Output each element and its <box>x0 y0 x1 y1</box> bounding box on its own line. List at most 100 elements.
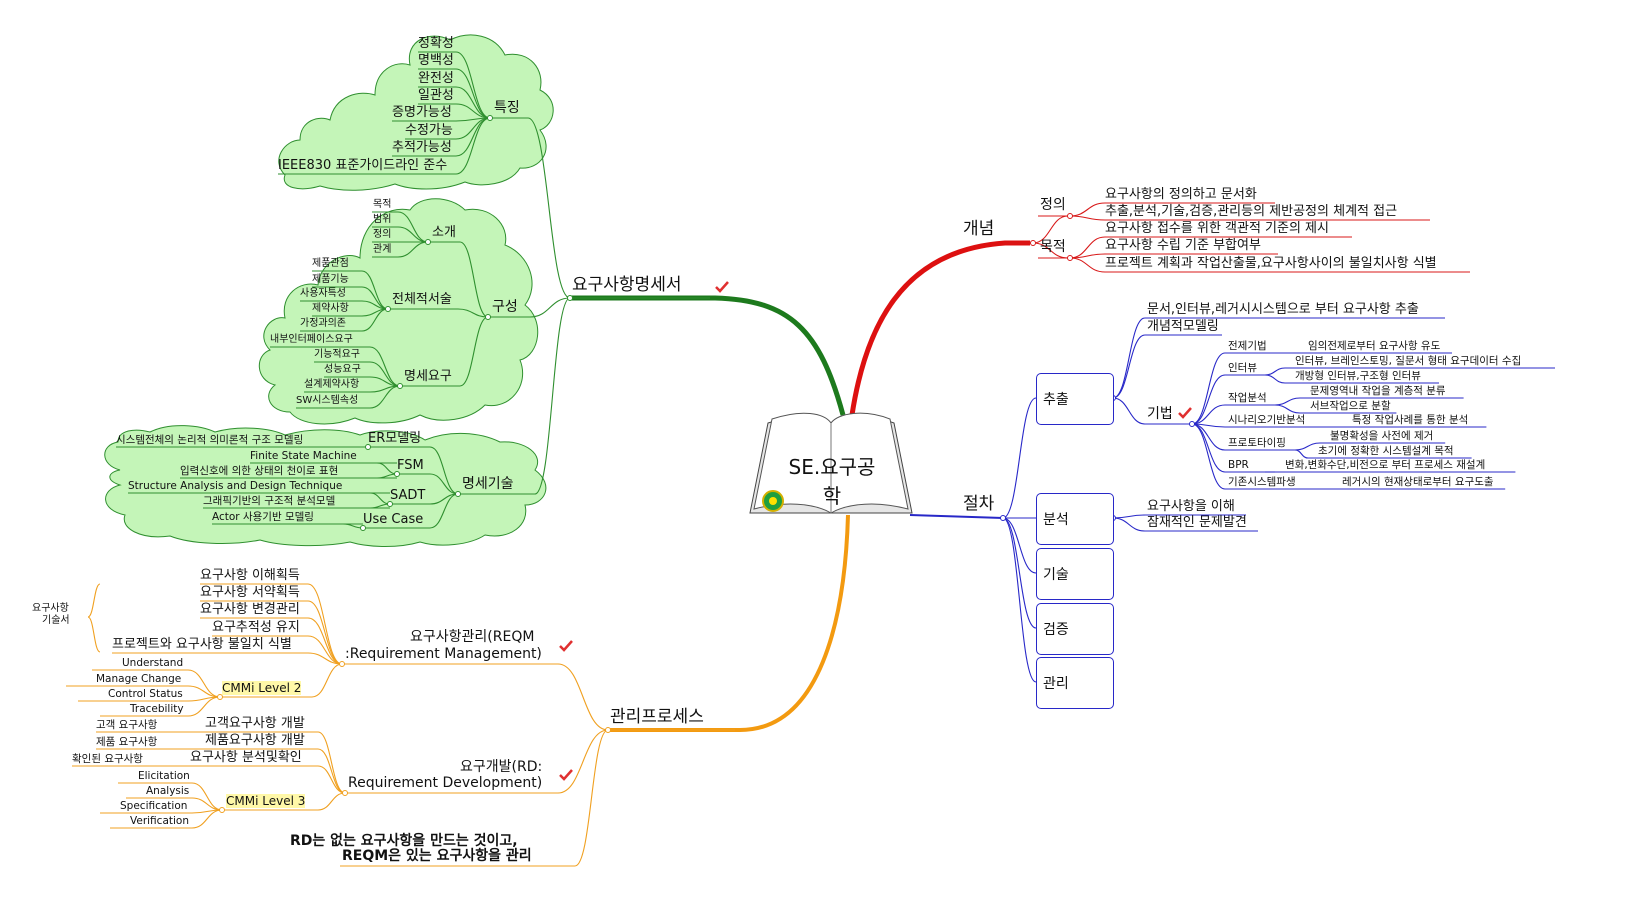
topic-spec[interactable]: 요구사항명세서 <box>572 275 682 295</box>
detail-item[interactable]: SW시스템속성 <box>296 395 359 406</box>
analysis-item[interactable]: 요구사항을 이해 <box>1147 499 1235 514</box>
topic-process[interactable]: 관리프로세스 <box>610 707 704 727</box>
technique-item[interactable]: 전제기법 <box>1228 339 1267 352</box>
detail-item[interactable]: 설계제약사항 <box>304 379 360 390</box>
overall-item[interactable]: 가정과의존 <box>300 318 346 329</box>
procedure-step-describe[interactable]: 기술 <box>1036 548 1114 600</box>
overall-item[interactable]: 제품관점 <box>312 258 349 269</box>
topic-technique[interactable]: 기법 <box>1147 406 1173 422</box>
technique-item[interactable]: 프로토타이핑 <box>1228 436 1286 449</box>
cmmi2-item[interactable]: Manage Change <box>96 672 182 685</box>
purpose-item[interactable]: 프로젝트 계획과 작업산출물,요구사항사이의 불일치사항 식별 <box>1105 256 1437 271</box>
technique-item[interactable]: 기존시스템파생 <box>1228 475 1296 488</box>
cmmi-level-3[interactable]: CMMi Level 3 <box>226 794 306 808</box>
tech-desc[interactable]: Finite State Machine <box>250 449 357 462</box>
feature-item[interactable]: 일관성 <box>418 88 454 103</box>
central-topic[interactable]: SE.요구공학 <box>748 405 914 517</box>
technique-item[interactable]: 작업분석 <box>1228 391 1267 404</box>
technique-desc[interactable]: 특정 작업사례를 통한 분석 <box>1352 413 1469 426</box>
rd-desc[interactable]: 고객 요구사항 <box>96 718 158 731</box>
detail-item[interactable]: 내부인터페이스요구 <box>270 334 353 345</box>
feature-item[interactable]: 정확성 <box>418 36 454 51</box>
topic-concept[interactable]: 개념 <box>963 219 995 239</box>
technique-desc[interactable]: 초기에 정확한 시스템설계 목적 <box>1318 444 1454 457</box>
definition-item[interactable]: 추출,분석,기술,검증,관리등의 제반공정의 체계적 접근 <box>1105 204 1398 219</box>
overall-item[interactable]: 제품기능 <box>312 274 349 285</box>
feature-item[interactable]: 명백성 <box>418 53 454 68</box>
cmmi2-item[interactable]: Understand <box>122 656 184 669</box>
reqm-item[interactable]: 요구사항 변경관리 <box>200 602 300 617</box>
topic-procedure[interactable]: 절차 <box>963 494 995 514</box>
procedure-step-manage[interactable]: 관리 <box>1036 657 1114 709</box>
feature-item[interactable]: IEEE830 표준가이드라인 준수 <box>278 158 448 173</box>
extract-item[interactable]: 문서,인터뷰,레거시시스템으로 부터 요구사항 추출 <box>1147 302 1419 317</box>
tech-desc[interactable]: Structure Analysis and Design Technique <box>128 479 343 492</box>
intro-item[interactable]: 정의 <box>373 229 392 240</box>
rd-item[interactable]: 제품요구사항 개발 <box>205 733 305 748</box>
tech-desc[interactable]: 입력신호에 의한 상태의 천이로 표현 <box>180 464 339 477</box>
feature-item[interactable]: 수정가능 <box>405 123 453 138</box>
tech-desc[interactable]: Actor 사용기반 모델링 <box>212 510 314 523</box>
reqm-item[interactable]: 프로젝트와 요구사항 불일치 식별 <box>112 637 292 652</box>
definition-item[interactable]: 요구사항의 정의하고 문서화 <box>1105 187 1257 202</box>
topic-overall[interactable]: 전체적서술 <box>392 292 452 307</box>
rd-item[interactable]: 요구사항 분석및확인 <box>190 750 302 765</box>
rd-desc[interactable]: 확인된 요구사항 <box>72 752 143 765</box>
reqm-item[interactable]: 요구추적성 유지 <box>212 620 300 635</box>
intro-item[interactable]: 관계 <box>373 244 392 255</box>
technique-desc[interactable]: 변화,변화수단,비전으로 부터 프로세스 재설계 <box>1285 458 1486 471</box>
feature-item[interactable]: 완전성 <box>418 71 454 86</box>
topic-rd-en[interactable]: Requirement Development) <box>348 775 543 791</box>
cmmi-level-2[interactable]: CMMi Level 2 <box>222 681 302 695</box>
topic-detail[interactable]: 명세요구 <box>404 369 452 384</box>
technique-desc[interactable]: 서브작업으로 분할 <box>1310 399 1391 412</box>
cmmi3-item[interactable]: Specification <box>120 799 188 812</box>
tech-item[interactable]: ER모델링 <box>368 431 422 446</box>
extract-item[interactable]: 개념적모델링 <box>1147 319 1219 334</box>
tech-desc[interactable]: 그래픽기반의 구조적 분석모델 <box>203 494 336 507</box>
purpose-item[interactable]: 요구사항 접수를 위한 객관적 기준의 제시 <box>1105 221 1329 236</box>
topic-rd[interactable]: 요구개발(RD: <box>460 759 543 775</box>
overall-item[interactable]: 사용자특성 <box>300 288 346 299</box>
cmmi2-item[interactable]: Tracebility <box>130 702 184 715</box>
topic-intro[interactable]: 소개 <box>432 225 456 240</box>
cmmi3-item[interactable]: Verification <box>130 814 189 827</box>
rd-desc[interactable]: 제품 요구사항 <box>96 735 158 748</box>
topic-purpose[interactable]: 목적 <box>1040 239 1066 255</box>
detail-item[interactable]: 기능적요구 <box>314 349 360 360</box>
reqm-item[interactable]: 요구사항 이해획득 <box>200 568 300 583</box>
intro-item[interactable]: 목적 <box>373 199 392 210</box>
technique-item[interactable]: 인터뷰 <box>1228 361 1257 374</box>
topic-structure[interactable]: 구성 <box>492 299 518 315</box>
cmmi2-item[interactable]: Control Status <box>108 687 183 700</box>
technique-item[interactable]: BPR <box>1228 458 1249 471</box>
procedure-step-analysis[interactable]: 분석 <box>1036 493 1114 545</box>
technique-desc[interactable]: 인터뷰, 브레인스토밍, 질문서 형태 요구데이터 수집 <box>1295 354 1522 367</box>
cmmi3-item[interactable]: Analysis <box>146 784 190 797</box>
technique-desc[interactable]: 임의전제로부터 요구사항 유도 <box>1308 339 1441 352</box>
technique-desc[interactable]: 불명확성을 사전에 제거 <box>1330 429 1434 442</box>
procedure-step-extract[interactable]: 추출 <box>1036 373 1114 425</box>
purpose-item[interactable]: 요구사항 수립 기준 부합여부 <box>1105 238 1261 253</box>
technique-desc[interactable]: 문제영역내 작업을 계층적 분류 <box>1310 384 1446 397</box>
process-note[interactable]: RD는 없는 요구사항을 만드는 것이고, <box>290 833 518 849</box>
intro-item[interactable]: 범위 <box>373 214 392 225</box>
technique-desc[interactable]: 개방형 인터뷰,구조형 인터뷰 <box>1295 369 1421 382</box>
topic-features[interactable]: 특징 <box>494 100 520 116</box>
tech-desc[interactable]: 시스템전체의 논리적 의미론적 구조 모델링 <box>116 433 304 446</box>
overall-item[interactable]: 제약사항 <box>312 303 349 314</box>
analysis-item[interactable]: 잠재적인 문제발견 <box>1147 515 1247 530</box>
reqm-item[interactable]: 요구사항 서약획득 <box>200 585 300 600</box>
technique-item[interactable]: 시나리오기반분석 <box>1228 413 1306 426</box>
tech-item[interactable]: SADT <box>390 488 426 503</box>
detail-item[interactable]: 성능요구 <box>324 364 361 375</box>
process-note[interactable]: REQM은 있는 요구사항을 관리 <box>342 848 532 864</box>
tech-item[interactable]: FSM <box>397 458 424 473</box>
topic-definition[interactable]: 정의 <box>1040 197 1066 213</box>
procedure-step-verify[interactable]: 검증 <box>1036 603 1114 655</box>
tech-item[interactable]: Use Case <box>363 512 424 527</box>
topic-tech[interactable]: 명세기술 <box>462 476 514 492</box>
topic-reqm-en[interactable]: :Requirement Management) <box>345 646 542 662</box>
feature-item[interactable]: 증명가능성 <box>392 105 452 120</box>
rd-item[interactable]: 고객요구사항 개발 <box>205 716 305 731</box>
